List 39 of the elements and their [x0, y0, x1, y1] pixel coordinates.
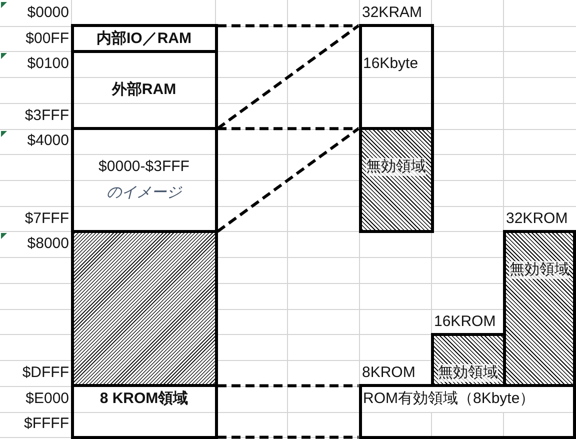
- address-label: $0000: [27, 4, 69, 22]
- memory-block: [358, 384, 576, 439]
- address-label: $FFFF: [24, 415, 69, 434]
- memory-block: [70, 387, 218, 439]
- memory-size-heading: 32KRAM: [362, 4, 422, 22]
- memory-block: [358, 24, 434, 130]
- address-label: $E000: [26, 390, 69, 408]
- memory-block: [70, 52, 218, 130]
- address-label: $7FFF: [24, 210, 69, 228]
- region-note: 無効領域: [438, 364, 498, 382]
- dashed-projection-line: [218, 24, 358, 28]
- address-label: $3FFF: [24, 106, 69, 125]
- dashed-projection-line: [218, 436, 358, 439]
- hatched-memory-block: [70, 232, 218, 388]
- memory-size-heading: 32KROM: [506, 210, 568, 228]
- dashed-projection-line: [216, 24, 360, 130]
- region-note: 無効領域: [509, 261, 570, 280]
- region-name: 16Kbyte: [363, 55, 418, 74]
- dashed-projection-line: [218, 127, 358, 130]
- hatched-memory-block: [502, 230, 576, 384]
- address-label: $4000: [27, 132, 69, 150]
- region-name: 8 KROM領域: [100, 390, 188, 408]
- address-label: $00FF: [26, 30, 69, 48]
- region-name: $0000-$3FFF: [98, 158, 190, 176]
- dashed-projection-line: [216, 127, 360, 233]
- address-label: $0100: [27, 55, 69, 74]
- hatched-memory-block: [430, 332, 502, 384]
- hatched-memory-block: [358, 130, 434, 233]
- region-name: 内部IO／RAM: [96, 30, 192, 48]
- region-name: ROM有効領域（8Kbyte）: [363, 390, 535, 408]
- memory-block: [70, 24, 218, 53]
- address-label: $8000: [27, 235, 69, 254]
- region-name: 外部RAM: [112, 81, 176, 100]
- region-name: のイメージ: [106, 184, 182, 202]
- dashed-projection-line: [218, 384, 358, 388]
- address-label: $DFFF: [22, 364, 69, 382]
- memory-size-heading: 16KROM: [434, 312, 496, 330]
- region-note: 無効領域: [366, 158, 426, 176]
- memory-size-heading: 8KROM: [362, 364, 416, 382]
